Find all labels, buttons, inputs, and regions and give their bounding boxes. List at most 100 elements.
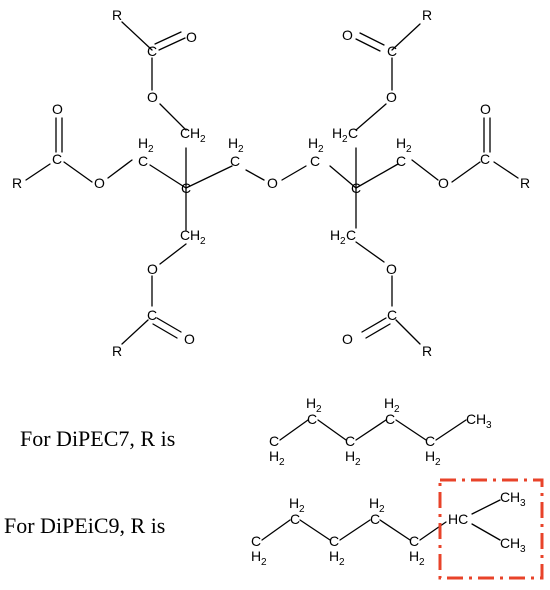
atom-c-quaternary: C — [351, 180, 361, 196]
atom-r: R — [422, 7, 432, 23]
bond-line — [471, 499, 501, 515]
bond-line — [339, 519, 371, 541]
atom-c: C — [180, 227, 190, 243]
atom-o: O — [147, 261, 158, 277]
bond-line — [149, 164, 187, 189]
bond-line — [355, 38, 381, 52]
atom-o: O — [386, 89, 397, 105]
atom-c: C — [251, 533, 261, 549]
subscript-2: 2 — [200, 134, 206, 145]
atom-o: O — [52, 101, 63, 117]
bond-line — [261, 519, 291, 541]
bond-line — [359, 32, 385, 46]
subscript-2: 2 — [238, 144, 244, 155]
atom-c: C — [480, 151, 490, 167]
bond-line — [411, 159, 439, 181]
bond-line — [154, 31, 182, 45]
subscript-3: 3 — [486, 420, 492, 431]
subscript-2: 2 — [279, 457, 285, 468]
bond-line — [329, 165, 357, 189]
atom-c: C — [370, 511, 380, 527]
bond-line — [152, 323, 178, 339]
atom-h: H — [308, 135, 318, 151]
atom-c: C — [425, 433, 435, 449]
chain-c7: C H 2 H 2 C C H 2 H 2 C C H 2 C H 3 — [269, 395, 492, 468]
atom-h: H — [329, 548, 339, 564]
skeleton-atom-labels: R C O O C H 2 O C R O H 2 C C C H 2 O C … — [12, 7, 530, 359]
subscript-2: 2 — [394, 404, 400, 415]
atom-c: C — [180, 125, 190, 141]
atom-c: C — [466, 411, 476, 427]
bond-line — [379, 519, 411, 541]
bond-line — [107, 159, 133, 179]
bond-line — [185, 165, 233, 189]
bond-line — [361, 317, 387, 333]
atom-c: C — [310, 153, 320, 169]
atom-r: R — [422, 343, 432, 359]
subscript-2: 2 — [316, 404, 322, 415]
atom-c: C — [329, 533, 339, 549]
atom-r: R — [12, 175, 22, 191]
bond-line — [317, 419, 347, 441]
atom-o: O — [386, 261, 397, 277]
atom-c: C — [307, 411, 317, 427]
subscript-2: 2 — [379, 504, 385, 515]
bond-line — [365, 323, 391, 339]
atom-o: O — [342, 331, 353, 347]
bond-line — [245, 169, 265, 181]
atom-c: C — [345, 433, 355, 449]
bond-line — [159, 103, 187, 131]
bond-line — [355, 419, 387, 441]
atom-hc: HC — [448, 511, 468, 527]
atom-o: O — [94, 175, 105, 191]
skeleton-bonds — [25, 21, 519, 345]
atom-r: R — [112, 7, 122, 23]
bond-line — [391, 23, 421, 51]
atom-h: H — [345, 448, 355, 464]
bond-line — [471, 523, 501, 541]
subscript-2: 2 — [342, 134, 348, 145]
atom-c: C — [290, 511, 300, 527]
subscript-2: 2 — [419, 557, 425, 568]
atom-c: C — [396, 153, 406, 169]
atom-h: H — [332, 125, 342, 141]
bond-line — [299, 519, 331, 541]
atom-r: R — [520, 175, 530, 191]
atom-h: H — [384, 395, 394, 411]
subscript-2: 2 — [339, 557, 345, 568]
subscript-3: 3 — [520, 544, 526, 555]
subscript-2: 2 — [261, 557, 267, 568]
atom-h: H — [251, 548, 261, 564]
isopropyl-highlight-box — [438, 478, 544, 580]
atom-h: H — [306, 395, 316, 411]
atom-h: H — [269, 448, 279, 464]
bond-line — [355, 241, 385, 263]
atom-h: H — [228, 135, 238, 151]
atom-c: C — [138, 153, 148, 169]
atom-c: C — [52, 151, 62, 167]
bond-line — [435, 419, 467, 441]
caption-dipeic9: For DiPEiC9, R is — [4, 513, 165, 538]
atom-c: C — [348, 125, 358, 141]
atom-c: C — [385, 411, 395, 427]
subscript-2: 2 — [340, 236, 346, 247]
atom-h: H — [138, 135, 148, 151]
atom-o: O — [480, 101, 491, 117]
atom-c: C — [500, 535, 510, 551]
atom-c: C — [147, 43, 157, 59]
atom-o: O — [184, 331, 195, 347]
bond-line — [355, 103, 387, 131]
bond-line — [451, 161, 481, 183]
bond-line — [281, 165, 307, 181]
atom-h: H — [396, 135, 406, 151]
bond-line — [158, 37, 186, 51]
bond-line — [121, 21, 153, 51]
atom-c: C — [387, 43, 397, 59]
atom-h: H — [369, 495, 379, 511]
bond-line — [355, 163, 399, 189]
atom-h: H — [510, 489, 520, 505]
atom-c: C — [409, 533, 419, 549]
atom-h: H — [510, 535, 520, 551]
bond-line — [63, 161, 93, 183]
